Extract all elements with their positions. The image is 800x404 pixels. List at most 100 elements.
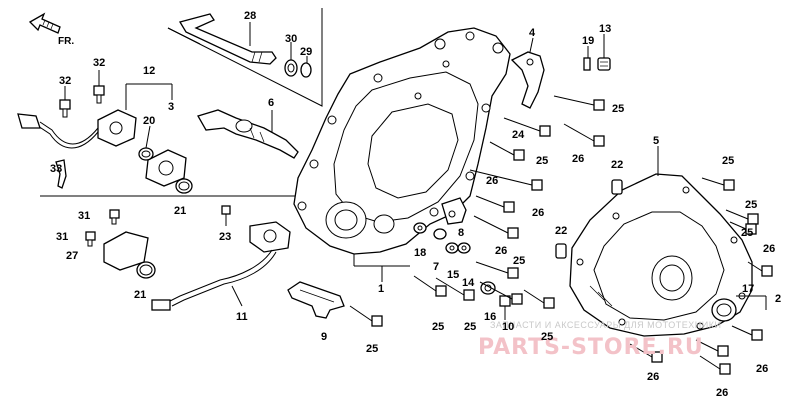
callout-31-upper: 31 [78, 210, 90, 222]
part-23-bolt [221, 205, 231, 226]
callout-23: 23 [219, 231, 231, 243]
callout-29: 29 [300, 46, 312, 58]
bolt-icon [435, 277, 475, 301]
part-14-washer [457, 242, 471, 254]
callout-19: 19 [582, 35, 594, 47]
part-20-o-ring [138, 125, 154, 161]
callout-28: 28 [244, 10, 256, 22]
callout-32-lower: 32 [59, 75, 71, 87]
bolt-icon [503, 117, 551, 137]
callout-21-lower: 21 [134, 289, 146, 301]
callout-17: 17 [742, 283, 754, 295]
bolt-icon [731, 325, 763, 341]
part-32-bolt-upper [93, 70, 105, 104]
callout-25-d: 25 [745, 199, 757, 211]
bolt-icon [701, 177, 735, 191]
callout-22-lower: 22 [555, 225, 567, 237]
callout-26-d: 26 [495, 245, 507, 257]
callout-10: 10 [502, 321, 514, 333]
callout-11: 11 [236, 311, 248, 323]
part-33-clip [55, 159, 67, 189]
callout-18: 18 [414, 247, 426, 259]
callout-25-c: 25 [722, 155, 734, 167]
callout-25-b: 25 [536, 155, 548, 167]
bolt-icon [479, 281, 523, 305]
callout-26-c: 26 [532, 207, 544, 219]
callout-30: 30 [285, 33, 297, 45]
callout-1: 1 [378, 283, 384, 295]
callout-26-b: 26 [486, 175, 498, 187]
callout-12: 12 [143, 65, 155, 77]
part-7-washer [433, 228, 447, 240]
callout-25-f: 25 [513, 255, 525, 267]
callout-33: 33 [50, 163, 62, 175]
group-bracket-lines [40, 8, 323, 205]
bolt-icon [629, 343, 663, 363]
callout-26-h: 26 [716, 387, 728, 399]
part-13-plug [597, 34, 611, 71]
callout-27: 27 [66, 250, 78, 262]
callout-31-lower: 31 [56, 231, 68, 243]
callout-3: 3 [168, 101, 174, 113]
part-5-clutch-cover [569, 146, 753, 337]
bolt-icon [349, 305, 383, 327]
bolt-icon [475, 195, 515, 213]
bolt-icon [563, 123, 605, 147]
bolt-icon [473, 215, 519, 239]
part-31-bolt-upper [109, 209, 120, 225]
part-18-washer [413, 222, 427, 234]
callout-25-e: 25 [741, 227, 753, 239]
callout-labels: 28 30 29 4 19 13 32 12 32 3 6 20 25 24 2… [50, 10, 781, 399]
watermark-logo: PARTS-STORE.RU [478, 335, 704, 360]
front-direction-arrow-icon [28, 12, 61, 34]
part-31-bolt-lower [85, 231, 96, 247]
part-8-bracket [441, 197, 467, 225]
callout-8: 8 [458, 227, 464, 239]
part-21-o-ring-upper [175, 178, 193, 194]
callout-32-upper: 32 [93, 57, 105, 69]
callout-4: 4 [529, 27, 536, 39]
part-27-cover-plate [103, 231, 149, 271]
callout-25-h: 25 [464, 321, 476, 333]
part-22-dowel-pin-upper [611, 179, 623, 195]
bolt-icon [729, 221, 757, 235]
bolt-icon [553, 95, 605, 111]
callout-25-a: 25 [612, 103, 624, 115]
part-12-speed-sensor [17, 83, 173, 149]
callout-26-a: 26 [572, 153, 584, 165]
callout-26-f: 26 [756, 363, 768, 375]
callout-6: 6 [268, 97, 274, 109]
bolt-icon [469, 169, 543, 191]
part-21-o-ring-lower [136, 261, 156, 279]
bolt-icon [413, 275, 447, 297]
front-direction-label: FR. [58, 36, 74, 47]
bolt-icon [695, 339, 729, 357]
part-10-bolt [499, 295, 511, 320]
part-1-main-housing [293, 27, 511, 282]
part-3-sensor-plate [145, 149, 187, 187]
callout-21-upper: 21 [174, 205, 186, 217]
bolt-icon [523, 289, 555, 309]
callout-5: 5 [653, 135, 659, 147]
part-4-bracket [510, 37, 545, 109]
bolt-set [349, 95, 773, 375]
callout-25-i: 25 [541, 331, 553, 343]
part-11-switch-harness [151, 221, 291, 311]
callout-9: 9 [321, 331, 327, 343]
part-30-oil-seal [284, 42, 298, 77]
callout-15: 15 [447, 269, 459, 281]
part-32-bolt-lower [59, 86, 71, 118]
callout-16: 16 [484, 311, 496, 323]
part-9-lever [287, 281, 345, 319]
part-19-pin [583, 46, 591, 71]
callout-26-g: 26 [647, 371, 659, 383]
callout-26-e: 26 [763, 243, 775, 255]
part-15-washer [445, 242, 459, 254]
callout-25-j: 25 [366, 343, 378, 355]
callout-25-g: 25 [432, 321, 444, 333]
part-17-oil-seal [711, 298, 737, 322]
part-16-sealing-washer [480, 281, 496, 295]
callout-14: 14 [462, 277, 475, 289]
bolt-icon [747, 261, 773, 277]
bolt-icon [475, 261, 519, 279]
